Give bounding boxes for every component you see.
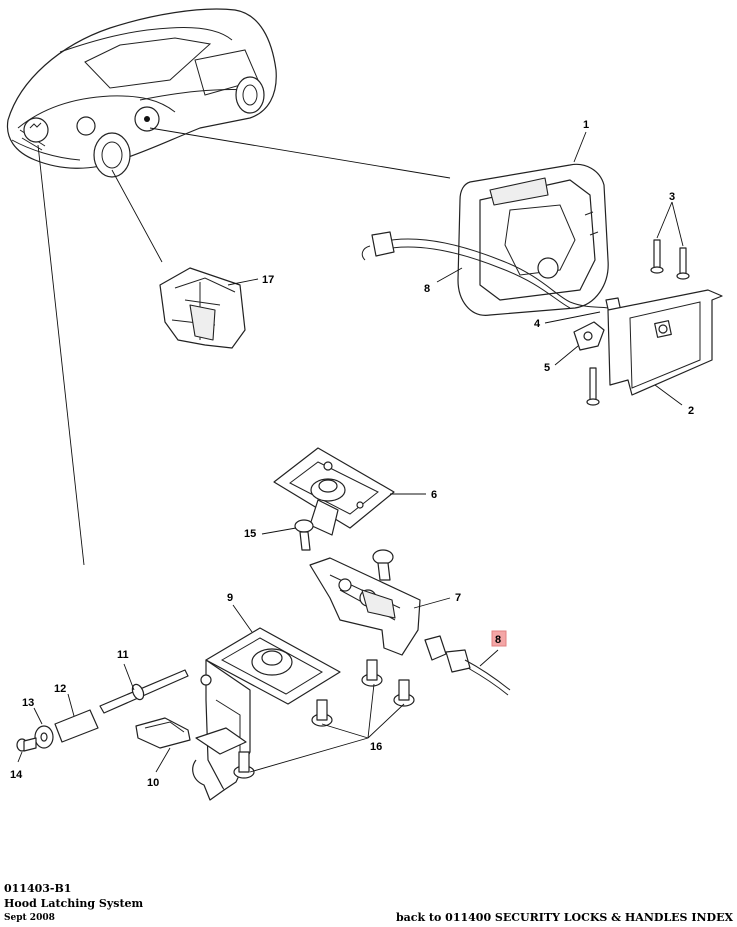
part-11-rod bbox=[99, 669, 189, 714]
back-to-index-link[interactable]: back to 011400 SECURITY LOCKS & HANDLES … bbox=[395, 911, 733, 924]
part-13-washer bbox=[34, 725, 54, 749]
callout-5: 5 bbox=[544, 362, 550, 374]
callout-8-highlight bbox=[491, 630, 507, 647]
callout-7: 7 bbox=[455, 592, 461, 604]
callout-4: 4 bbox=[534, 318, 541, 330]
part-12-sleeve bbox=[54, 709, 99, 743]
part-10-handle bbox=[135, 717, 247, 755]
callout-6: 6 bbox=[431, 489, 437, 501]
callout-8-bottom: 8 bbox=[495, 634, 501, 646]
part-3-rivets bbox=[586, 239, 690, 406]
car-illustration bbox=[6, 8, 277, 178]
part-15-bolt bbox=[294, 519, 314, 551]
callout-labels: 1 2 3 4 5 6 7 8 8 9 10 11 12 13 14 15 16… bbox=[10, 119, 694, 789]
part-6-striker-plate bbox=[273, 447, 395, 536]
part-2-mounting-bracket bbox=[607, 289, 723, 396]
callout-17: 17 bbox=[262, 274, 274, 286]
callout-1: 1 bbox=[583, 119, 589, 131]
callout-11: 11 bbox=[117, 649, 129, 661]
callout-10: 10 bbox=[147, 777, 159, 789]
callout-13: 13 bbox=[22, 697, 34, 709]
reference-code: 011403-B1 bbox=[4, 882, 72, 895]
callout-8-top: 8 bbox=[424, 283, 430, 295]
callout-15: 15 bbox=[244, 528, 256, 540]
callout-16: 16 bbox=[370, 741, 382, 753]
part-8-cable-bottom bbox=[424, 635, 511, 696]
part-7-latch-mechanism bbox=[309, 549, 421, 656]
callout-2: 2 bbox=[688, 405, 694, 417]
callout-3: 3 bbox=[669, 191, 675, 203]
diagram-title: Hood Latching System bbox=[4, 897, 144, 910]
revision-date: Sept 2008 bbox=[4, 913, 55, 923]
callout-14: 14 bbox=[10, 769, 23, 781]
callout-9: 9 bbox=[227, 592, 233, 604]
part-8-cable-top bbox=[361, 231, 616, 311]
part-1-latch-actuator bbox=[457, 163, 609, 316]
callout-12: 12 bbox=[54, 683, 66, 695]
part-16-bolts bbox=[233, 659, 415, 779]
part-5-bracket-clip bbox=[573, 321, 605, 351]
part-14-screw bbox=[16, 737, 37, 752]
part-17-latch-clip bbox=[159, 267, 246, 349]
